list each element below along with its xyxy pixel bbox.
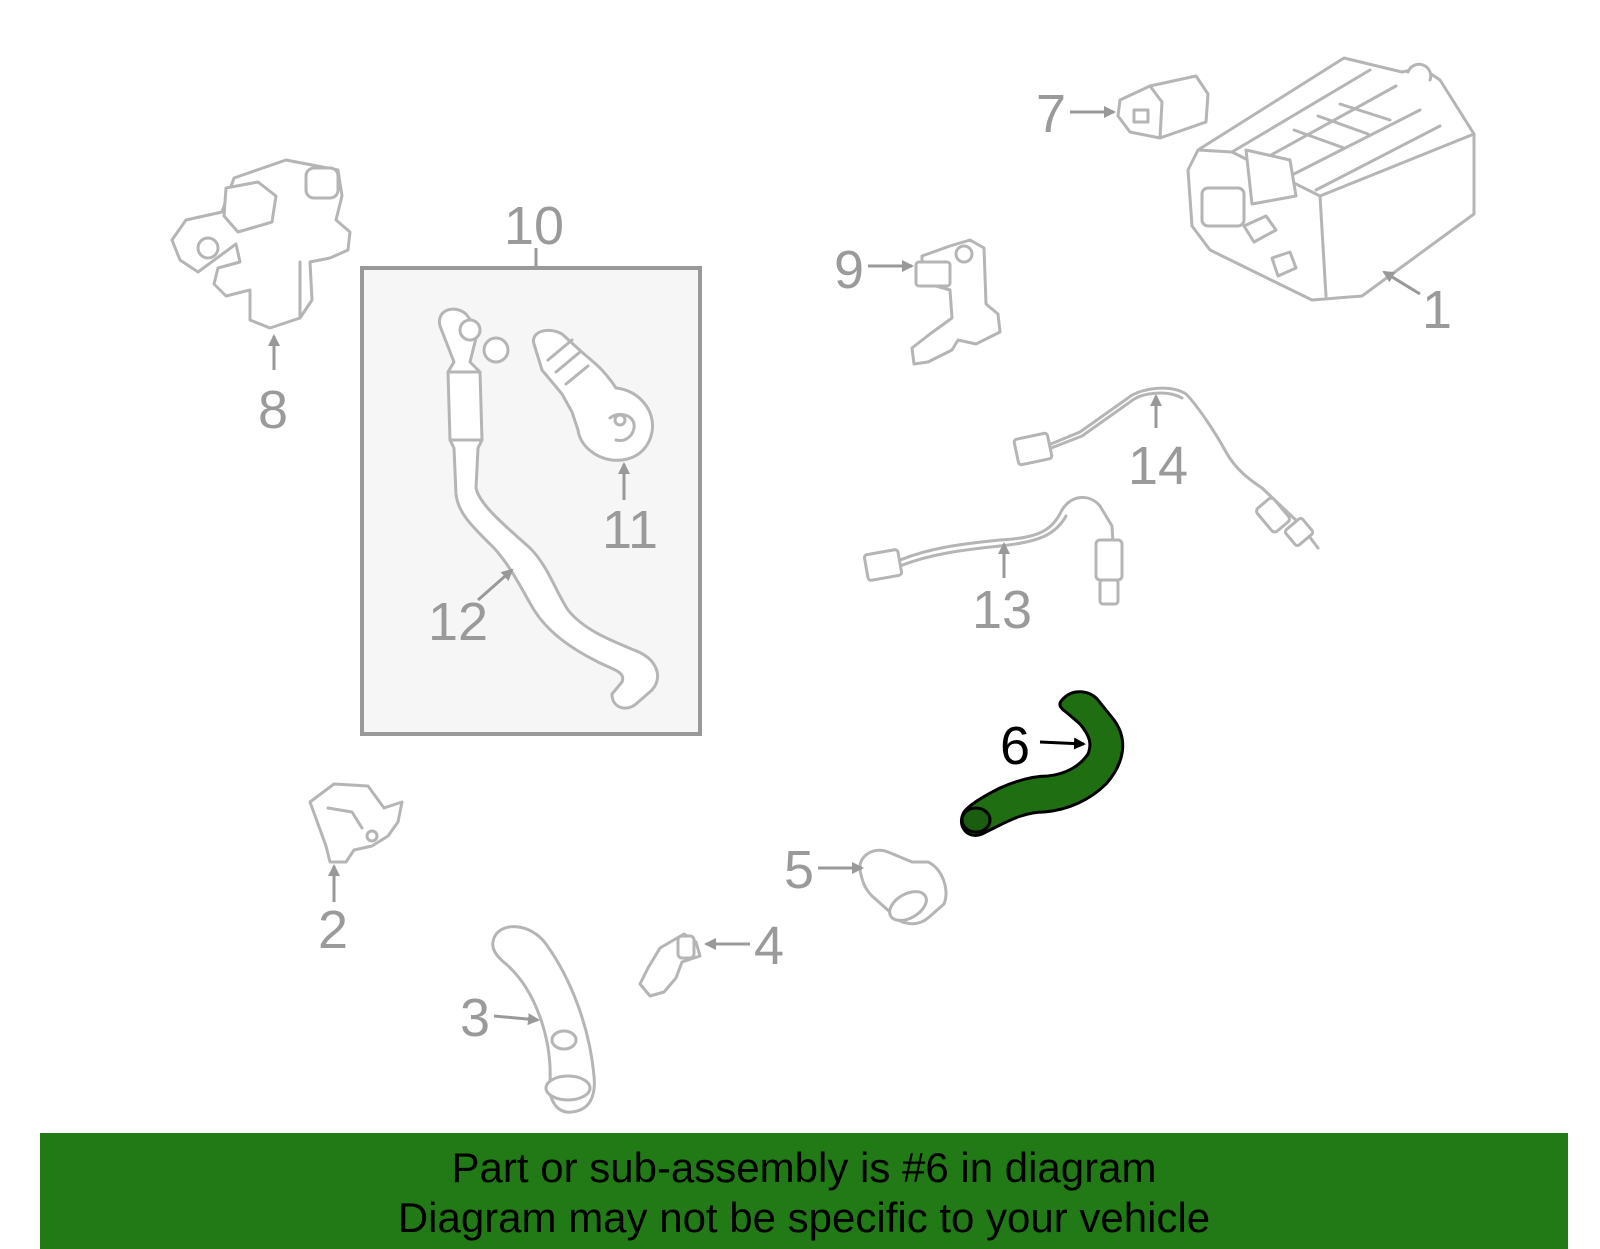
callout-7-label: 7	[1036, 84, 1066, 144]
callout-12: 12	[428, 568, 514, 652]
callout-5: 5	[784, 840, 864, 900]
part-2-bracket[interactable]	[308, 782, 404, 864]
part-8-purge-valve[interactable]	[170, 158, 352, 330]
part-1-canister[interactable]	[1186, 56, 1476, 302]
info-banner: Part or sub-assembly is #6 in diagram Di…	[40, 1133, 1568, 1249]
callout-4: 4	[704, 916, 784, 976]
callout-10: 10	[504, 196, 564, 268]
callout-3: 3	[460, 988, 540, 1048]
part-3-hose[interactable]	[491, 925, 596, 1114]
callout-13-label: 13	[972, 580, 1032, 640]
callout-9-label: 9	[834, 240, 864, 300]
callout-6: 6	[1000, 716, 1086, 776]
callout-2-label: 2	[318, 900, 348, 960]
callout-3-label: 3	[460, 988, 490, 1048]
part-6-hose-highlighted[interactable]	[959, 690, 1125, 837]
callout-6-label: 6	[1000, 716, 1030, 776]
callout-14-label: 14	[1128, 436, 1188, 496]
callout-13: 13	[972, 542, 1032, 640]
callout-2: 2	[318, 864, 348, 960]
part-5-connector[interactable]	[858, 848, 948, 926]
callout-9: 9	[834, 240, 914, 300]
callout-14: 14	[1128, 394, 1188, 496]
banner-line-2: Diagram may not be specific to your vehi…	[397, 1194, 1211, 1241]
part-14-oxygen-sensor[interactable]	[1012, 386, 1320, 550]
callout-4-label: 4	[754, 916, 784, 976]
callout-5-label: 5	[784, 840, 814, 900]
part-7-connector[interactable]	[1116, 74, 1210, 140]
callout-8-label: 8	[258, 380, 288, 440]
banner-line-1: Part or sub-assembly is #6 in diagram	[451, 1144, 1157, 1191]
part-11-valve[interactable]	[531, 328, 655, 462]
callout-7: 7	[1036, 84, 1116, 144]
part-9-bracket[interactable]	[910, 238, 1002, 366]
callout-11: 11	[602, 462, 658, 560]
callout-1: 1	[1382, 270, 1452, 340]
callout-8: 8	[258, 334, 288, 440]
callout-12-label: 12	[428, 592, 488, 652]
part-4-elbow[interactable]	[638, 932, 702, 998]
callout-10-label: 10	[504, 196, 564, 256]
callout-11-label: 11	[602, 500, 658, 560]
callout-1-label: 1	[1422, 280, 1452, 340]
